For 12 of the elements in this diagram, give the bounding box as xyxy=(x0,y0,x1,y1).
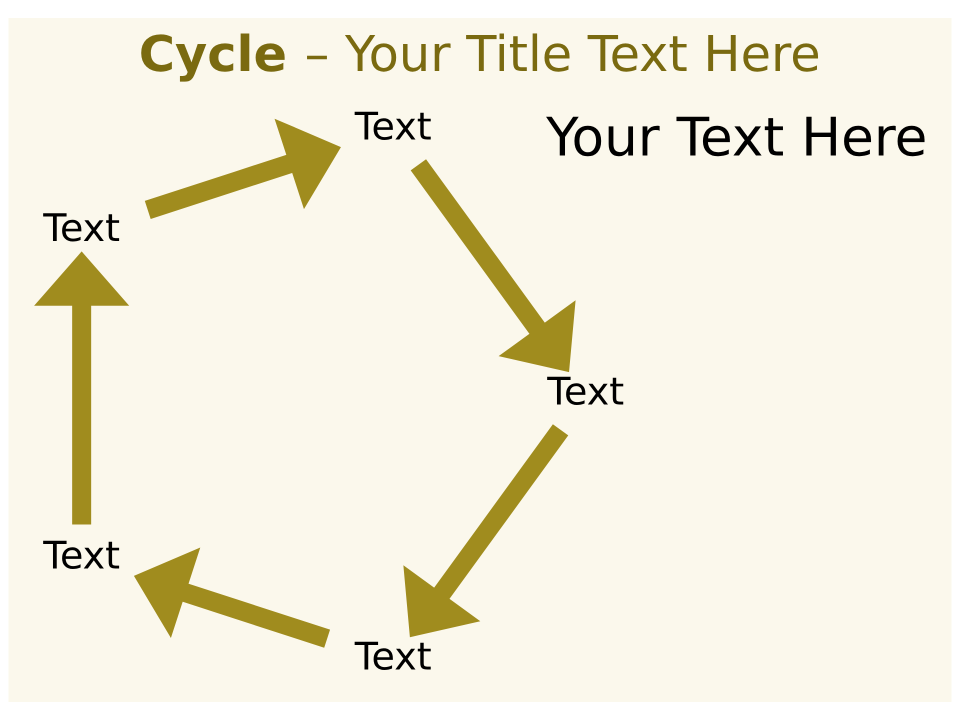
diagram-title: Cycle – Your Title Text Here xyxy=(138,24,821,83)
node-text: Text xyxy=(43,533,120,578)
arrow xyxy=(144,118,341,219)
arrow xyxy=(403,424,568,638)
arrow xyxy=(134,548,330,648)
node-text: Text xyxy=(354,634,432,679)
arrow xyxy=(34,251,130,525)
node-text: Text xyxy=(354,104,432,149)
arrow xyxy=(410,159,576,372)
node-text: Text xyxy=(43,206,120,250)
label: Your Text Here xyxy=(546,106,928,168)
node-text: Text xyxy=(547,370,624,414)
